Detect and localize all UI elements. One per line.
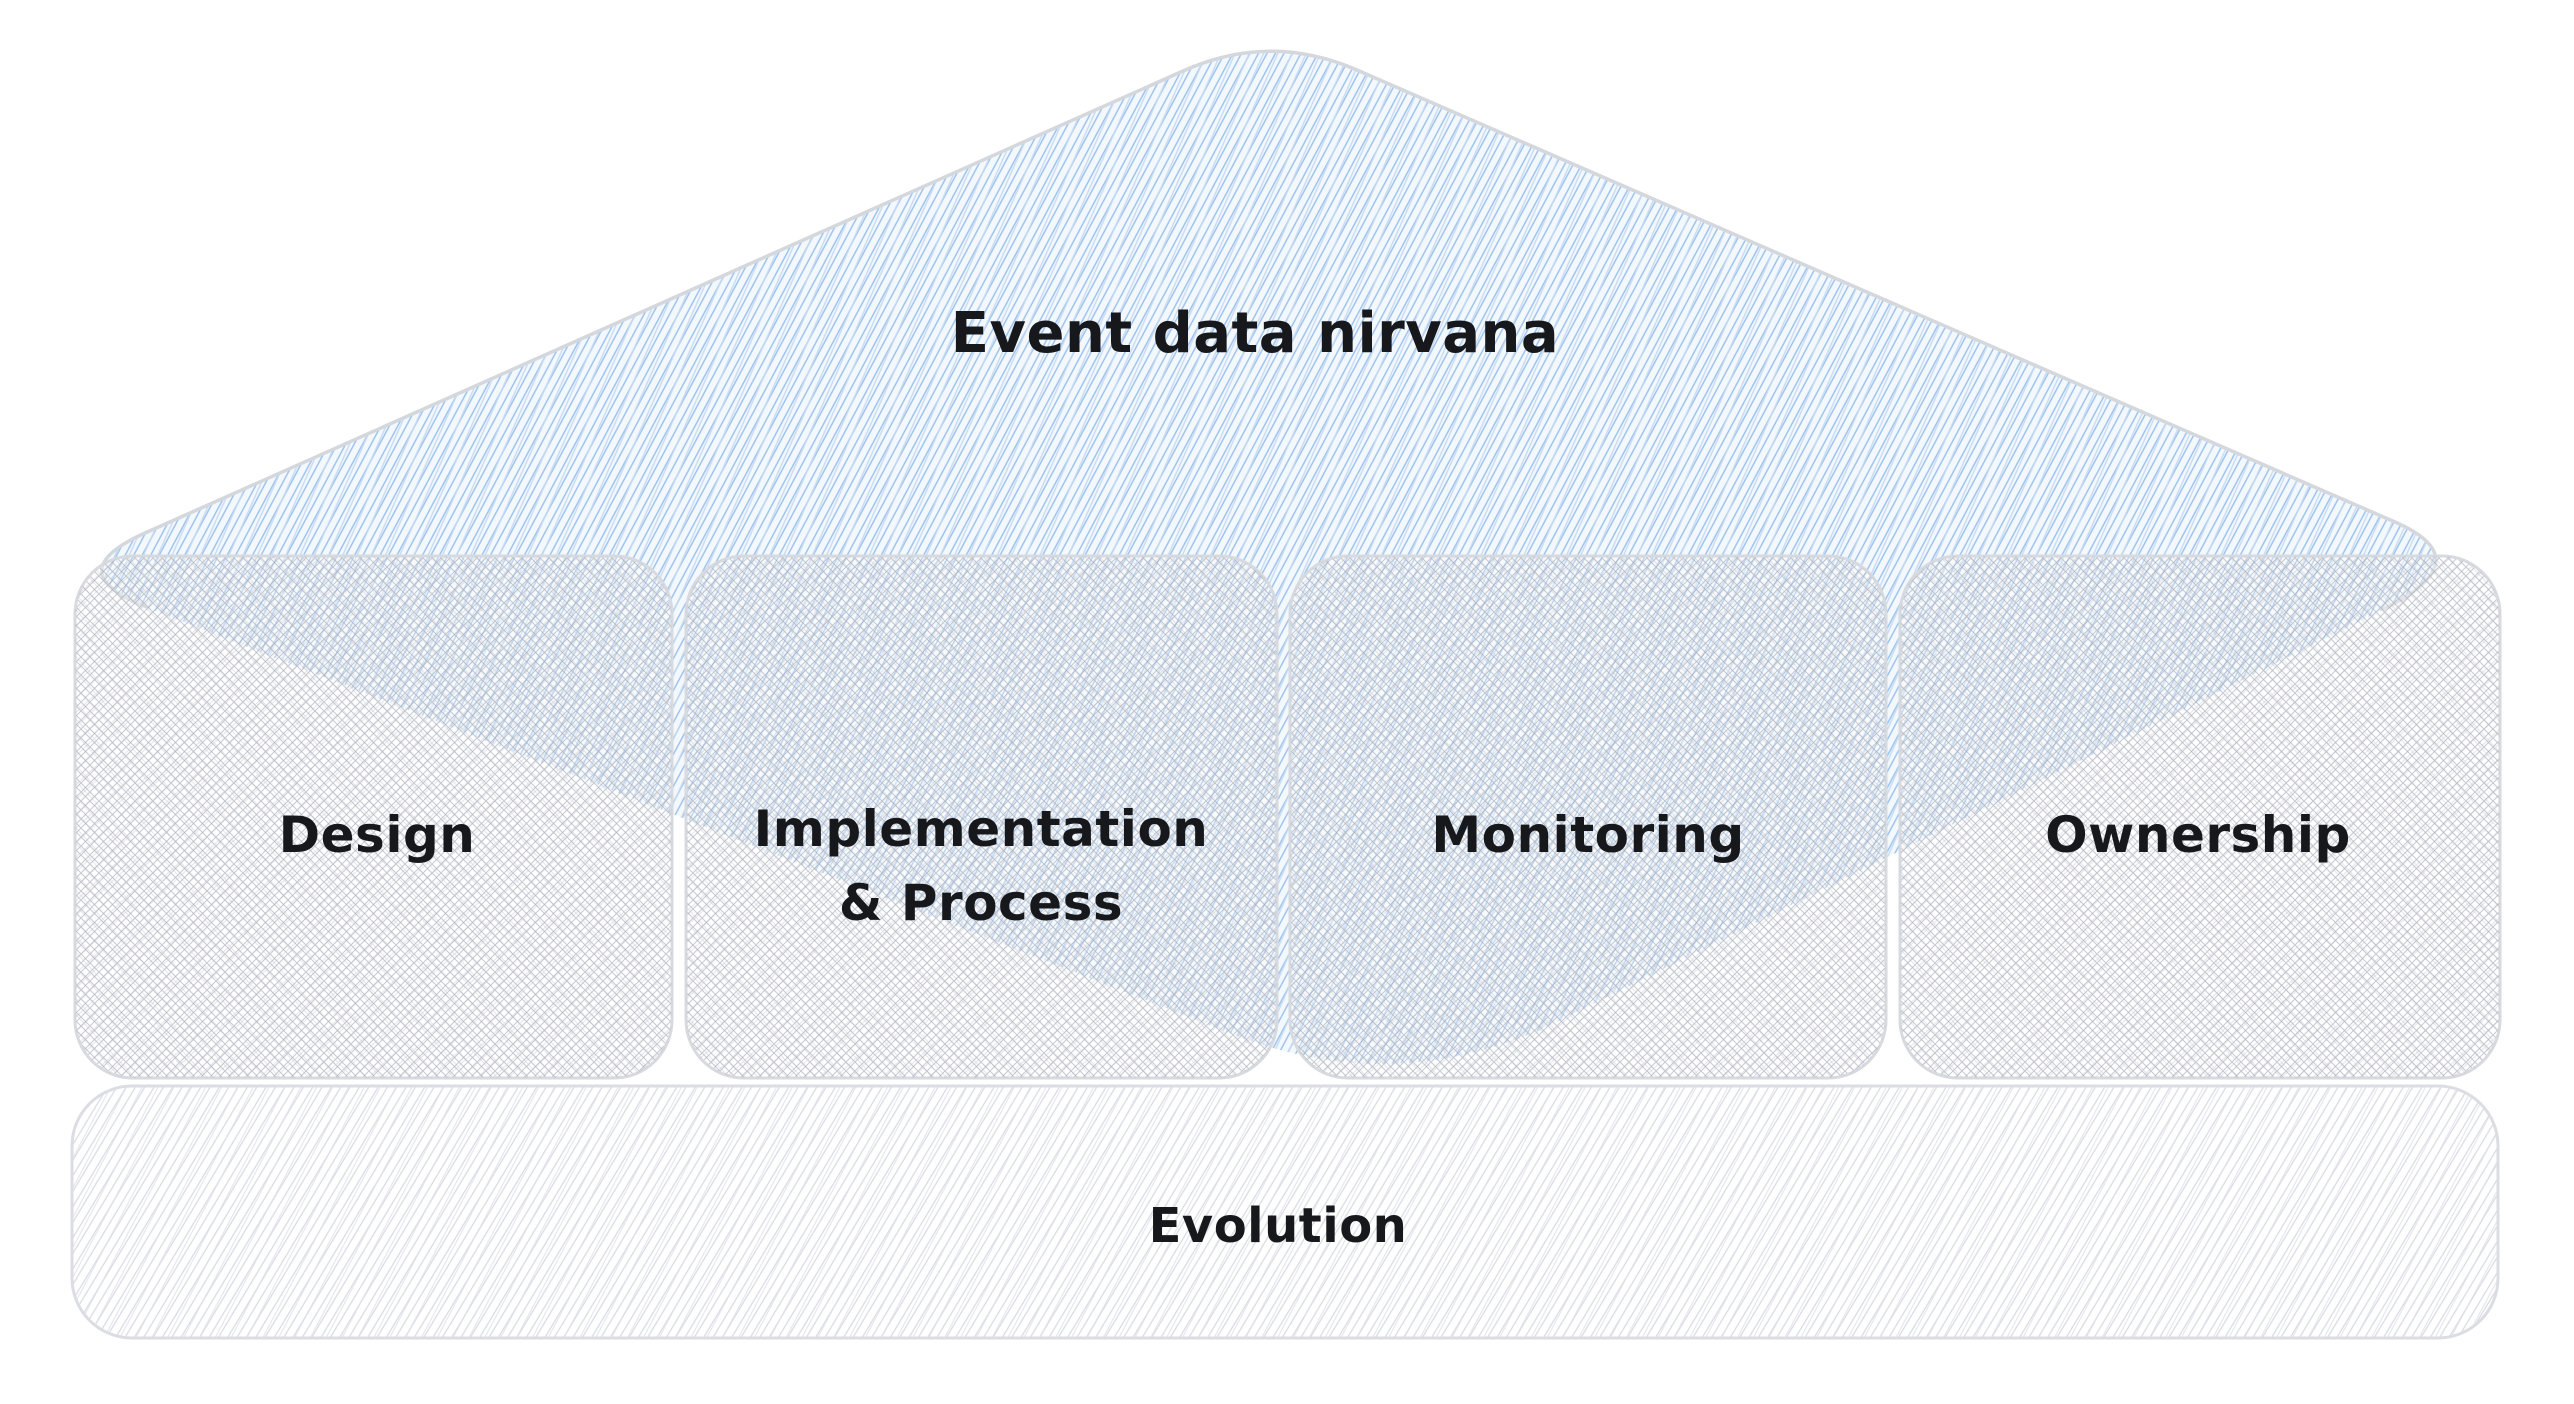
pillars xyxy=(73,554,2502,1080)
foundation-label: Evolution xyxy=(1149,1198,1408,1254)
pillar-monitoring xyxy=(1288,554,1888,1080)
pillar-design xyxy=(73,554,674,1080)
pillar-implementation-label-line1: Implementation xyxy=(754,800,1209,858)
roof-title: Event data nirvana xyxy=(951,301,1559,366)
pillar-ownership-label: Ownership xyxy=(2045,806,2351,864)
foundation-bar xyxy=(70,1084,2500,1340)
pillar-ownership xyxy=(1898,554,2502,1080)
pillar-implementation-label-line2: & Process xyxy=(839,874,1123,932)
pillar-implementation-process xyxy=(684,554,1279,1080)
pillar-design-label: Design xyxy=(279,806,476,864)
pillar-monitoring-label: Monitoring xyxy=(1431,806,1744,864)
